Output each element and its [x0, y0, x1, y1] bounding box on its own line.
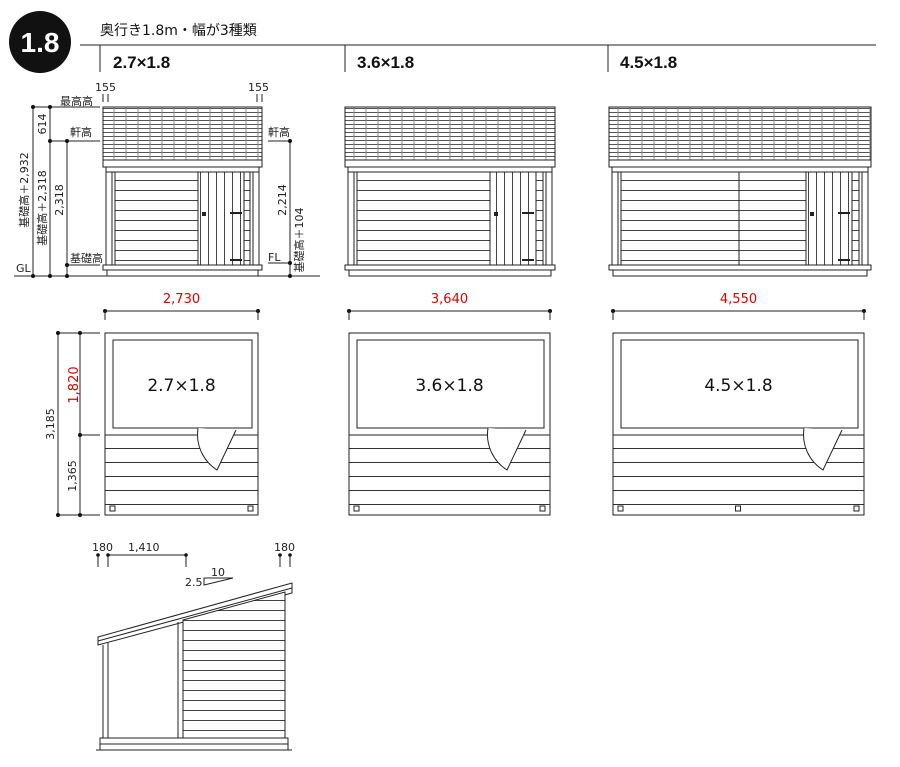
foundation-label: 基礎高 — [70, 251, 103, 265]
room-interior — [112, 339, 253, 429]
door-handle-icon — [202, 212, 206, 216]
post-marker — [353, 505, 360, 512]
room-interior — [620, 339, 859, 429]
eave-fascia — [608, 159, 872, 168]
width-label: 2,730 — [163, 292, 200, 307]
wall-panel — [535, 171, 544, 266]
front-elevations — [102, 106, 872, 277]
sill — [102, 264, 263, 271]
post-marker — [853, 505, 860, 512]
size-badge-label: 1.8 — [21, 27, 60, 58]
model-heading: 2.7×1.8 — [113, 53, 170, 72]
eave-fascia — [102, 159, 263, 168]
wall-panel — [851, 171, 860, 266]
max-height-label: 最高高 — [60, 94, 93, 108]
wall-panel — [114, 171, 199, 266]
dim-label: 基礎高＋2,932 — [17, 152, 31, 228]
room-label: 2.7×1.8 — [147, 376, 215, 396]
dim-label: 155 — [95, 81, 116, 94]
depth-room-label: 1,820 — [67, 366, 82, 403]
room-label: 4.5×1.8 — [704, 376, 772, 396]
door-swing-icon — [487, 427, 527, 471]
slope-triangle — [203, 577, 234, 586]
gl-label: GL — [16, 262, 32, 275]
wall-panel — [356, 171, 491, 266]
model-heading: 4.5×1.8 — [620, 53, 677, 72]
floor-plan: 4,550 4.5×1.8 — [611, 292, 866, 516]
floor-plans: 2,730 2.7×1.8 3,640 3.6×1.8 4,550 4.5×1.8 — [103, 292, 866, 516]
beam — [611, 166, 869, 173]
plan-depth-dimensions: 3,185 1,820 1,365 — [44, 331, 100, 517]
eave-fascia — [344, 159, 556, 168]
dim-label: 614 — [36, 114, 49, 135]
eave-height-label: 軒高 — [268, 125, 290, 139]
beam — [105, 166, 260, 173]
width-label: 3,640 — [431, 292, 468, 307]
wall-panel — [620, 171, 807, 266]
roof — [102, 106, 263, 161]
door — [805, 171, 853, 266]
room-interior — [356, 339, 545, 429]
side-elevation: 180 1,410 180 10 2.5 — [92, 541, 295, 751]
dim-label: 2,318 — [53, 184, 66, 216]
front-elevation — [608, 106, 872, 277]
dim-label: 1,410 — [128, 541, 160, 554]
door-swing-icon — [197, 427, 237, 471]
post-marker — [735, 505, 741, 512]
depth-deck-label: 1,365 — [66, 460, 79, 492]
depth-total-label: 3,185 — [44, 408, 57, 440]
dim-label: 180 — [92, 541, 113, 554]
sill — [344, 264, 556, 271]
foundation — [348, 269, 552, 277]
eave-height-label: 軒高 — [70, 125, 92, 139]
floor-plan: 3,640 3.6×1.8 — [347, 292, 552, 516]
door-handle-icon — [494, 212, 498, 216]
fl-label: FL — [268, 251, 281, 264]
elevation-dimensions: 155 155 最高高 軒高 軒高 基礎高 GL FL 614 基礎高＋2,93… — [14, 81, 320, 278]
dim-label: 180 — [274, 541, 295, 554]
floor-plan: 2,730 2.7×1.8 — [103, 292, 260, 516]
wall-panel — [243, 171, 251, 266]
foundation — [106, 269, 259, 277]
page-title: 奥行き1.8m・幅が3種類 — [100, 22, 257, 39]
size-badge — [9, 11, 71, 73]
dim-label: 2,214 — [276, 184, 289, 216]
slope-rise-label: 2.5 — [185, 576, 203, 589]
post-marker — [617, 505, 624, 512]
dim-label: 155 — [248, 81, 269, 94]
header: 1.8 奥行き1.8m・幅が3種類 2.7×1.8 3.6×1.8 4.5×1.… — [9, 11, 876, 73]
room-label: 3.6×1.8 — [415, 376, 483, 396]
front-elevation — [102, 106, 263, 277]
dim-label: 基礎高＋2,318 — [35, 170, 49, 246]
door-swing-icon — [803, 427, 843, 471]
roof — [344, 106, 556, 161]
post-marker — [247, 505, 254, 512]
width-label: 4,550 — [720, 292, 757, 307]
sill — [608, 264, 872, 271]
post-marker — [539, 505, 546, 512]
door — [489, 171, 537, 266]
slope-run-label: 10 — [211, 566, 225, 579]
door — [197, 171, 245, 266]
roof — [608, 106, 872, 161]
door-handle-icon — [810, 212, 814, 216]
dim-label: 基礎高＋104 — [292, 208, 306, 273]
post-marker — [109, 505, 116, 512]
foundation — [612, 269, 868, 277]
front-elevation — [344, 106, 556, 277]
model-heading: 3.6×1.8 — [357, 53, 414, 72]
beam — [347, 166, 553, 173]
